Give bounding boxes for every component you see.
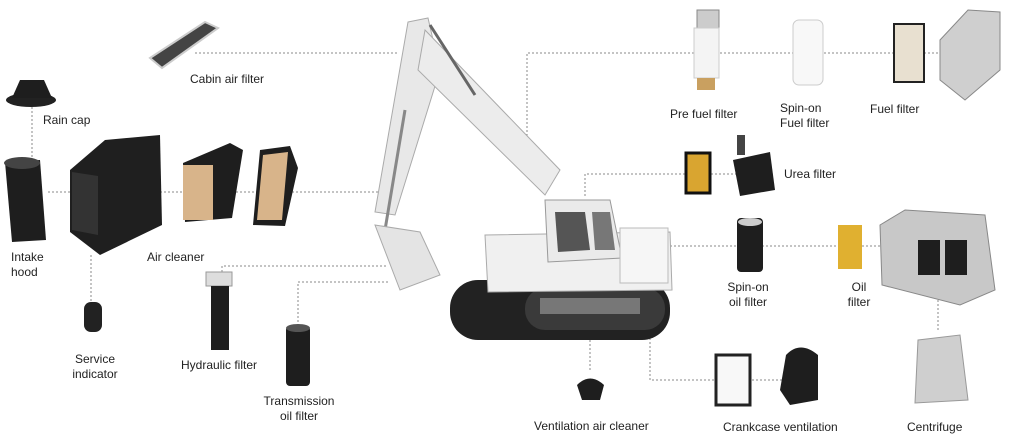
label-spin-on-fuel-line1: Spin-on [780, 101, 822, 115]
label-oil-filter-line2: filter [847, 295, 871, 309]
label-intake-hood-line2: hood [11, 265, 38, 279]
oil-filter-part [838, 225, 862, 269]
label-service-indicator-line1: Service [74, 352, 115, 366]
cabin-air-filter-part [148, 20, 220, 70]
label-fuel-filter: Fuel filter [870, 102, 920, 116]
pre-fuel-filter-part [693, 9, 720, 90]
air-cleaner-element-part [183, 143, 298, 226]
label-transmission-line1: Transmission [263, 394, 335, 408]
excavator-illustration [374, 17, 673, 340]
service-indicator-part [84, 302, 102, 332]
label-spin-on-oil-line2: oil filter [728, 295, 767, 309]
label-pre-fuel-filter: Pre fuel filter [670, 107, 738, 121]
label-crankcase-ventilation: Crankcase ventilation [723, 420, 838, 434]
label-service-indicator-line2: indicator [72, 367, 118, 381]
label-cabin-air-filter: Cabin air filter [190, 72, 265, 86]
label-spin-on-oil-line1: Spin-on [727, 280, 769, 294]
crankcase-ventilation-part [714, 347, 818, 407]
spin-on-oil-filter-part [737, 218, 763, 272]
label-air-cleaner: Air cleaner [147, 250, 205, 264]
transmission-oil-filter-part [286, 324, 310, 386]
air-cleaner-housing-part [70, 135, 162, 255]
label-spin-on-fuel-line2: Fuel filter [780, 116, 830, 130]
label-centrifuge: Centrifuge [907, 420, 963, 434]
fuel-filter-part [893, 9, 1001, 101]
centrifuge-part [914, 334, 969, 404]
urea-filter-part [684, 135, 775, 196]
label-urea-filter: Urea filter [784, 167, 837, 181]
label-intake-hood-line1: Intake [11, 250, 44, 264]
ventilation-air-cleaner-part [577, 378, 604, 400]
label-rain-cap: Rain cap [43, 113, 91, 127]
label-transmission-line2: oil filter [279, 409, 318, 423]
label-hydraulic-filter: Hydraulic filter [181, 358, 258, 372]
intake-hood-part [4, 157, 46, 242]
rain-cap-part [6, 80, 56, 107]
oil-module-part [879, 209, 996, 306]
spin-on-fuel-filter-part [792, 19, 824, 86]
label-oil-filter-line1: Oil [851, 280, 867, 294]
hydraulic-filter-part [205, 271, 233, 350]
label-ventilation-air-cleaner: Ventilation air cleaner [534, 419, 649, 433]
